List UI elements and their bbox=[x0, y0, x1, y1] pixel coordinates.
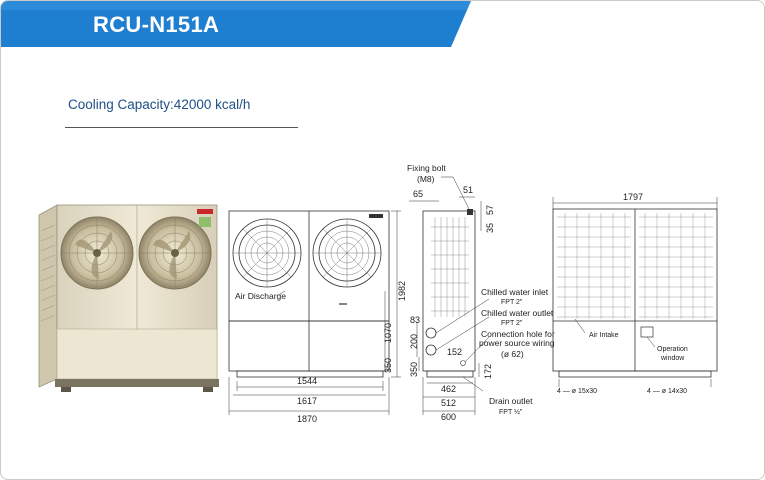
drain-outlet-fpt: FPT ½" bbox=[499, 408, 523, 416]
air-intake-label: Air Intake bbox=[589, 332, 619, 339]
holes-left: 4 — ø 15x30 bbox=[557, 388, 597, 395]
chilled-water-outlet: Chilled water outlet bbox=[481, 308, 554, 318]
dim-1797: 1797 bbox=[623, 192, 643, 202]
dim-350-side: 350 bbox=[409, 362, 419, 377]
dim-1870: 1870 bbox=[297, 414, 317, 424]
model-title: RCU-N151A bbox=[93, 12, 220, 37]
fixing-bolt-size: (M8) bbox=[417, 174, 435, 184]
capacity-divider bbox=[65, 127, 298, 128]
cooling-capacity: Cooling Capacity:42000 kcal/h bbox=[68, 97, 251, 112]
dim-65: 65 bbox=[413, 189, 423, 199]
dim-512: 512 bbox=[441, 398, 456, 408]
connection-hole-line1: Connection hole for bbox=[481, 329, 555, 339]
dim-200: 200 bbox=[409, 334, 419, 349]
drain-outlet-label: Drain outlet bbox=[489, 396, 533, 406]
dim-172: 172 bbox=[483, 364, 493, 379]
operation-window-line2: window bbox=[660, 355, 685, 362]
dim-152: 152 bbox=[447, 347, 462, 357]
dim-35: 35 bbox=[485, 223, 495, 233]
dim-57: 57 bbox=[485, 205, 495, 215]
dim-462: 462 bbox=[441, 384, 456, 394]
chilled-water-inlet-fpt: FPT 2" bbox=[501, 299, 523, 306]
holes-right: 4 — ø 14x30 bbox=[647, 388, 687, 395]
dim-600: 600 bbox=[441, 412, 456, 422]
dim-1617: 1617 bbox=[297, 396, 317, 406]
dimension-drawing: Air Discharge 1544 1617 1870 1070 1982 3… bbox=[228, 163, 718, 424]
dim-350: 350 bbox=[383, 358, 393, 373]
dim-1982: 1982 bbox=[397, 281, 407, 301]
chilled-water-outlet-fpt: FPT 2" bbox=[501, 320, 523, 327]
operation-window-line1: Operation bbox=[657, 346, 688, 353]
product-photo bbox=[38, 204, 219, 392]
connection-hole-diameter: (ø 62) bbox=[501, 349, 524, 359]
connection-hole-line2: power source wiring bbox=[479, 338, 555, 348]
fixing-bolt-label: Fixing bolt bbox=[407, 163, 446, 173]
header-banner bbox=[1, 1, 471, 47]
dim-83: 83 bbox=[410, 315, 420, 325]
dim-51: 51 bbox=[463, 185, 473, 195]
chilled-water-inlet: Chilled water inlet bbox=[481, 287, 549, 297]
dim-1544: 1544 bbox=[297, 376, 317, 386]
dim-1070: 1070 bbox=[383, 323, 393, 343]
air-discharge-label: Air Discharge bbox=[235, 291, 286, 301]
